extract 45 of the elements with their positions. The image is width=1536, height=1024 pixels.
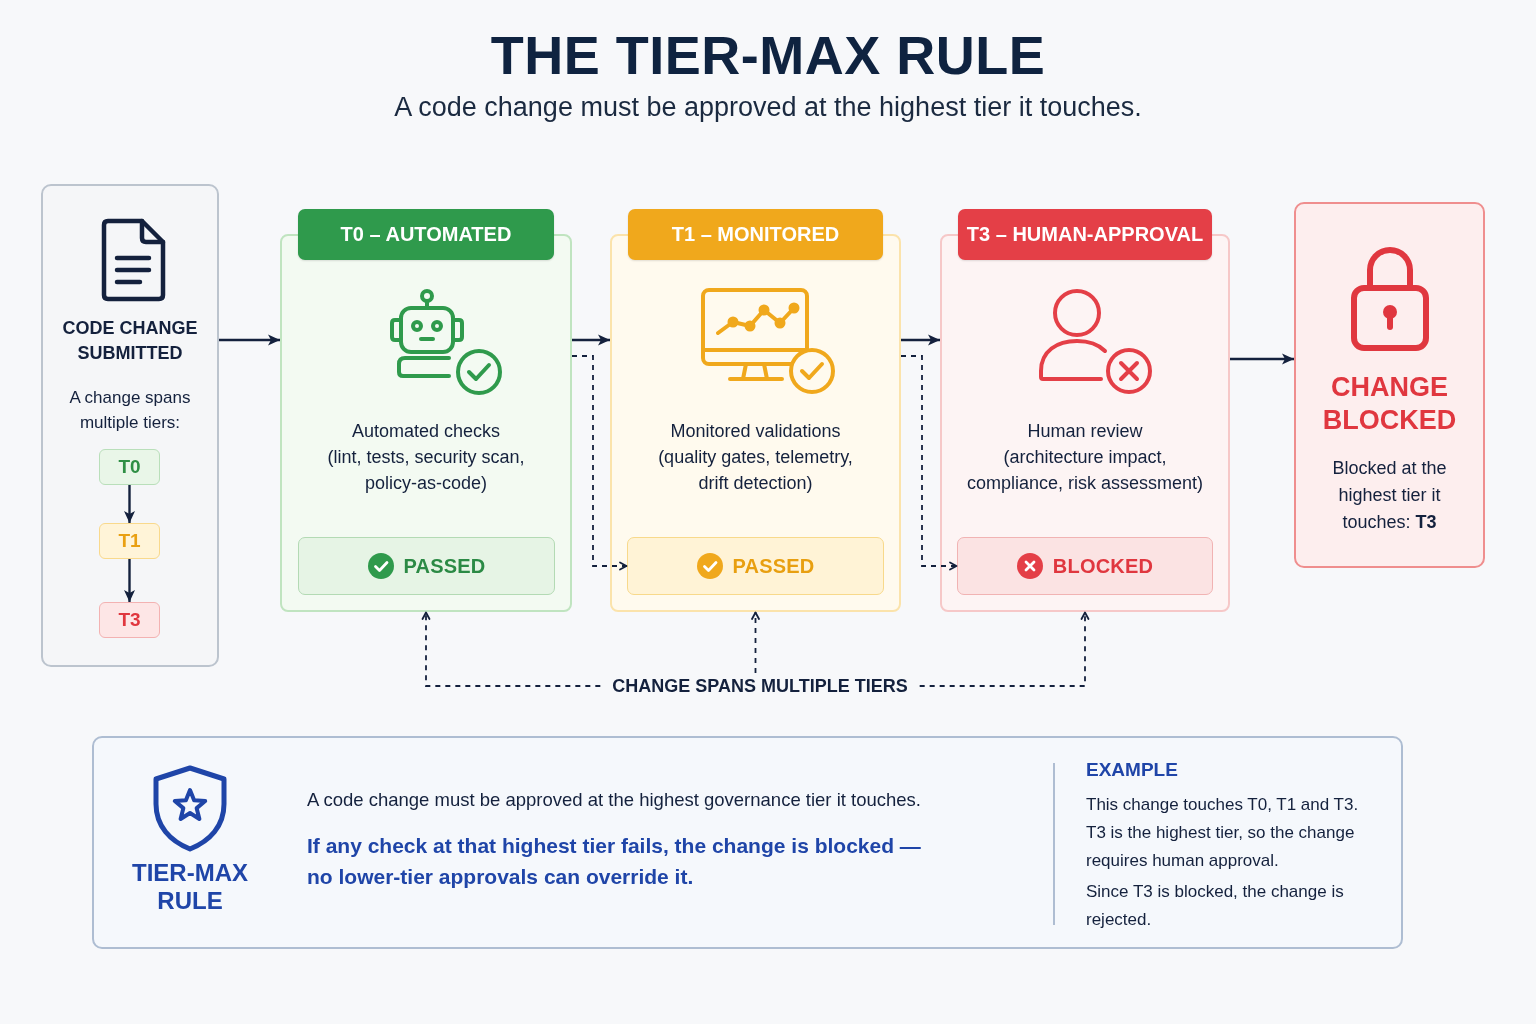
arrow [219, 334, 280, 346]
rule-heading: TIER-MAX RULE [131, 859, 249, 915]
panel-description: A change spans multiple tiers: [68, 387, 192, 434]
status-text: PASSED [403, 554, 486, 578]
example-text: This change touches T0, T1 and T3. T3 is the highest tier, so the change requires human approval. [1086, 794, 1360, 872]
tier-chip: T1 [99, 523, 160, 559]
tier-header: T3 – HUMAN-APPROVAL [958, 209, 1212, 260]
tier-title: Monitored validations [670, 420, 841, 443]
dashed-arrow [900, 355, 958, 571]
status-indicator [298, 537, 555, 595]
tier-title: Human review [1027, 420, 1143, 443]
arrow [124, 559, 135, 602]
tier-description: (quality gates, telemetry, drift detection) [657, 446, 854, 495]
tier-chip: T0 [99, 449, 160, 485]
result-description: Blocked at the highest tier it touches: T3 [1331, 457, 1448, 534]
tier-header: T1 – MONITORED [628, 209, 883, 260]
rule-statement: A code change must be approved at the highest governance tier it touches. [307, 788, 921, 812]
arrow [901, 334, 940, 346]
status-text: BLOCKED [1052, 554, 1154, 578]
rule-panel [92, 736, 1403, 949]
result-panel [1294, 202, 1485, 568]
annotation-text: CHANGE SPANS MULTIPLE TIERS [600, 673, 920, 699]
input-panel [41, 184, 219, 667]
arrow [1230, 353, 1294, 365]
rule-emphasis: If any check at that highest tier fails, the change is blocked — no lower-tier approvals can override it. [307, 833, 922, 890]
subtitle: A code change must be approved at the highest tier it touches. [394, 91, 1142, 124]
tier-description: (architecture impact, compliance, risk assessment) [965, 446, 1205, 495]
tier-chip: T3 [99, 602, 160, 638]
status-indicator [957, 537, 1213, 595]
dashed-arrow [421, 611, 602, 687]
example-heading: EXAMPLE [1086, 758, 1178, 782]
tier-header: T0 – AUTOMATED [298, 209, 554, 260]
arrow [572, 334, 610, 346]
tier-title: Automated checks [351, 420, 501, 443]
dashed-arrow [918, 611, 1090, 687]
result-heading: CHANGE BLOCKED [1321, 371, 1458, 437]
status-text: PASSED [732, 554, 815, 578]
dashed-arrow [751, 611, 760, 674]
example-text: Since T3 is blocked, the change is rejected. [1086, 881, 1345, 931]
page-title: THE TIER-MAX RULE [490, 24, 1046, 87]
panel-heading: CODE CHANGE SUBMITTED [61, 317, 199, 365]
status-indicator [627, 537, 884, 595]
dashed-arrow [571, 355, 628, 571]
arrow [124, 485, 135, 523]
tier-description: (lint, tests, security scan, policy-as-code) [326, 446, 526, 495]
